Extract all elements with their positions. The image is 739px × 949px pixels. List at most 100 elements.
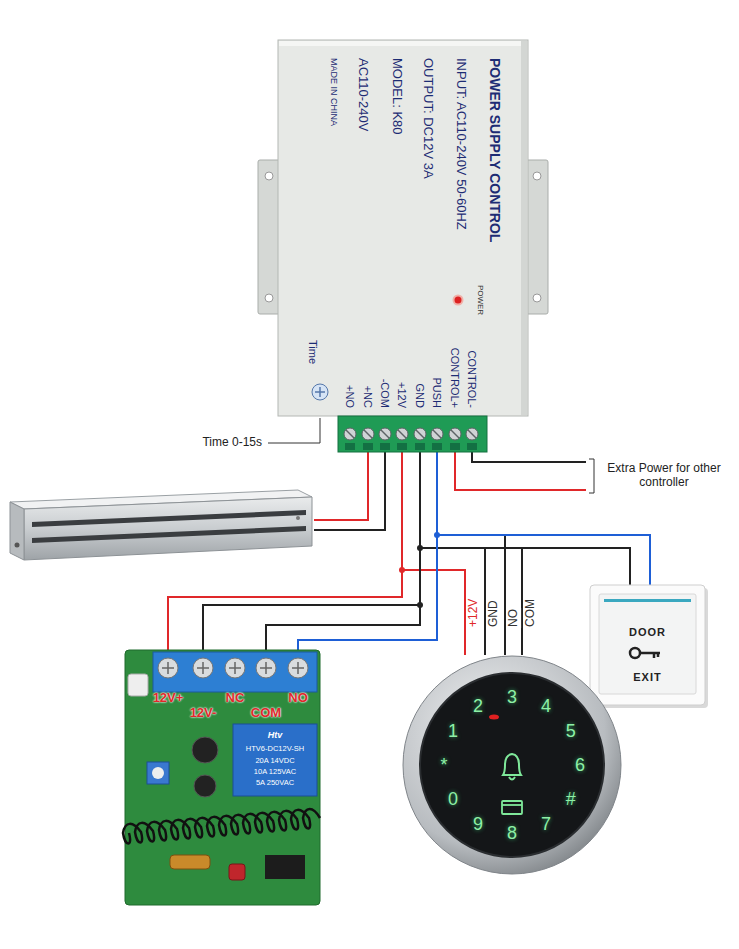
callout-text: Extra Power for other controller: [603, 462, 725, 490]
relay-marking: HTV6-DC12V-SH: [246, 745, 304, 754]
lock-screw: [296, 516, 300, 520]
wire-entry: [363, 443, 373, 450]
junction-dot: [434, 532, 440, 538]
wire: [298, 452, 437, 650]
terminal-screw: [193, 658, 213, 678]
terminal-screw: [396, 428, 408, 440]
plate-inner: [599, 594, 696, 694]
relay-marking: 5A 250VAC: [256, 779, 294, 788]
terminal-label: NC: [226, 691, 245, 706]
wire-entry: [397, 443, 407, 450]
key-label: 0: [448, 789, 458, 810]
wire: [266, 452, 420, 650]
button-text: EXIT: [633, 671, 661, 684]
keypad: 1234567890*#: [402, 655, 622, 875]
wire-entry: [450, 443, 460, 450]
screw-slot: [292, 662, 304, 674]
screw-slot: [468, 430, 476, 438]
exit-button-plate: [590, 585, 705, 705]
lock-screw: [15, 543, 20, 548]
jumper: [128, 674, 148, 696]
terminal-label: 12V+: [153, 691, 184, 706]
screw-slot: [260, 662, 272, 674]
bell-icon: [503, 754, 521, 780]
terminal-label: -COM: [379, 379, 392, 408]
spec-text: AC110-240V: [356, 58, 371, 131]
key-label: 9: [473, 814, 483, 835]
plate-shadow: [593, 588, 708, 708]
wire-entry: [380, 443, 390, 450]
terminal-screw: [379, 428, 391, 440]
power-supply-box: POWER SUPPLY CONTROLINPUT: AC110-240V 50…: [278, 40, 528, 452]
terminal-screw: [466, 428, 478, 440]
terminal-label: COM: [251, 706, 281, 721]
terminal-block: [153, 652, 317, 692]
terminal-screw: [431, 428, 443, 440]
power-led: [453, 295, 464, 306]
screw-slot: [381, 430, 389, 438]
key-label: 5: [566, 721, 576, 742]
lock-groove: [32, 510, 306, 527]
terminal-screw: [344, 428, 356, 440]
wire: [420, 452, 630, 585]
terminal-label: PUSH: [431, 377, 444, 408]
plate-stripe: [604, 599, 691, 602]
terminal-screw: [158, 658, 178, 678]
card-icon: [502, 804, 522, 806]
spec-text: OUTPUT: DC12V 3A: [421, 58, 436, 179]
screw-slot: [229, 662, 241, 674]
key-icon: [630, 648, 640, 658]
bracket: [589, 459, 594, 493]
key-label: 7: [541, 814, 551, 835]
inductor: [170, 855, 210, 869]
terminal-label: 12V-: [190, 706, 217, 721]
relay-marking: Htv: [268, 730, 283, 740]
connector-group: [168, 452, 650, 655]
flange-hole: [533, 172, 541, 180]
potentiometer: [147, 762, 169, 784]
screw-slot: [346, 430, 354, 438]
spec-text: MODEL: K80: [390, 58, 405, 135]
plate-outer: [590, 585, 705, 705]
key-label: 3: [507, 687, 517, 708]
led-label: POWER: [475, 285, 484, 315]
keypad-bezel: [403, 656, 621, 874]
wire-label: COM: [524, 598, 538, 628]
lock-front-face: [24, 497, 312, 560]
extra-power-wire-red: [455, 452, 586, 490]
capacitor: [192, 737, 218, 763]
screw-slot: [451, 430, 459, 438]
led: [229, 864, 245, 880]
callout-text: Time 0-15s: [202, 436, 262, 450]
pcb: [125, 650, 320, 905]
lock-groove: [32, 526, 306, 543]
key-label: #: [566, 789, 576, 810]
terminal-screw: [414, 428, 426, 440]
potentiometer-knob: [152, 767, 164, 779]
key-label: 6: [575, 755, 585, 776]
junction-dot: [399, 567, 405, 573]
wire-label: GND: [487, 599, 501, 628]
keypad-led: [489, 715, 499, 720]
key-label: *: [440, 755, 447, 776]
terminal-label: NO: [288, 691, 308, 706]
time-leader-line: [268, 418, 320, 443]
power-led: [455, 297, 462, 304]
flange-hole: [265, 172, 273, 180]
extra-power-wire-black: [472, 452, 586, 462]
terminal-screw: [449, 428, 461, 440]
relay-marking: 20A 14VDC: [255, 757, 294, 766]
box-title: POWER SUPPLY CONTROL: [487, 58, 503, 242]
lock-wire-black: [314, 452, 385, 530]
terminal-label: GND: [414, 384, 427, 408]
chip: [265, 855, 305, 879]
antenna-coil: [123, 809, 320, 844]
junction-dots: [399, 532, 440, 608]
wire-entry: [345, 443, 355, 450]
key-label: 2: [473, 696, 483, 717]
wire: [203, 452, 420, 650]
lock-wire-red: [314, 452, 368, 520]
terminal-screw: [256, 658, 276, 678]
relay-receiver-board: 12V+ 12V- NC COM NO HtvHTV6-DC12V-SH 20A 14VDC…: [125, 650, 320, 905]
